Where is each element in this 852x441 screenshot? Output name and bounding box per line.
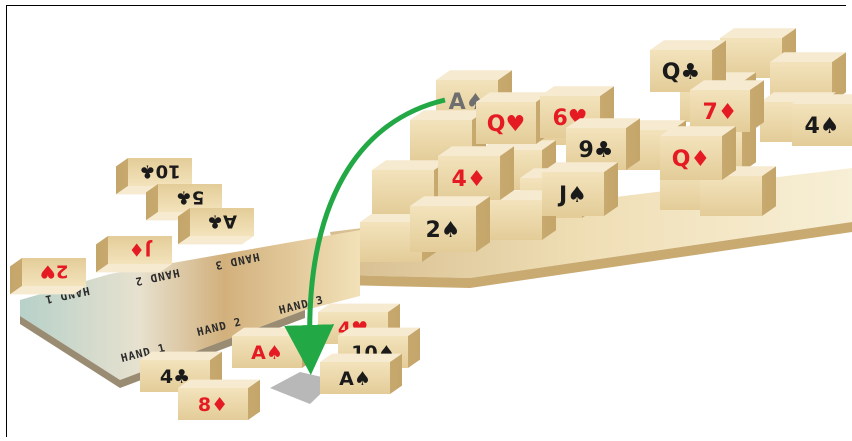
- front-hand-tile[interactable]: 8♦: [178, 380, 260, 420]
- card-label: 8♦: [198, 394, 228, 416]
- card-label: 5♣: [176, 187, 205, 208]
- card-label: A♠: [251, 342, 283, 364]
- card-label: 10♣: [139, 161, 180, 182]
- tile-top: [178, 380, 260, 388]
- pyramid-tile-q-hearts[interactable]: Q♥: [476, 92, 550, 144]
- tile-top: [232, 328, 314, 336]
- card-label: 2♠: [425, 218, 460, 243]
- card-label: 7♦: [702, 100, 737, 125]
- tile-face: [700, 176, 762, 216]
- tile-top: [320, 354, 402, 362]
- back-hand-tile[interactable]: J♦: [96, 236, 172, 272]
- pyramid-tile-j-spades[interactable]: J♠: [542, 162, 618, 216]
- pyramid-tile-4-spades[interactable]: 4♠: [792, 94, 852, 146]
- card-label: 4♦: [451, 167, 486, 192]
- card-label: A♠: [339, 368, 371, 390]
- tile-top: [10, 286, 86, 294]
- front-hand-tile[interactable]: A♠: [320, 354, 402, 394]
- tile-top: [140, 352, 222, 360]
- card-label: J♠: [557, 183, 587, 208]
- card-label: Q♥: [487, 112, 525, 137]
- card-label: Q♣: [662, 60, 700, 85]
- card-label: 2♥: [40, 261, 69, 282]
- pyramid-tile-7-diamonds[interactable]: 7♦: [690, 80, 764, 132]
- back-hand-tile[interactable]: A♣: [178, 208, 254, 244]
- back-hand-tile[interactable]: 2♥: [10, 258, 86, 294]
- card-label: J♦: [129, 239, 154, 260]
- tile-top: [96, 264, 172, 272]
- card-label: 9♣: [578, 138, 613, 163]
- tile-top: [338, 328, 420, 336]
- pyramid-tile-2-spades[interactable]: 2♠: [410, 196, 490, 252]
- front-hand-tile[interactable]: A♠: [232, 328, 314, 368]
- pyramid-tile-4-diamonds[interactable]: 4♦: [438, 146, 514, 200]
- tile-top: [178, 236, 254, 244]
- pyramid-tile-q-diamonds[interactable]: Q♦: [660, 126, 736, 180]
- tile-top: [410, 196, 490, 206]
- card-label: Q♦: [672, 147, 710, 172]
- tile-top: [318, 304, 400, 312]
- card-label: A♣: [207, 211, 237, 232]
- card-label: 4♠: [804, 114, 839, 139]
